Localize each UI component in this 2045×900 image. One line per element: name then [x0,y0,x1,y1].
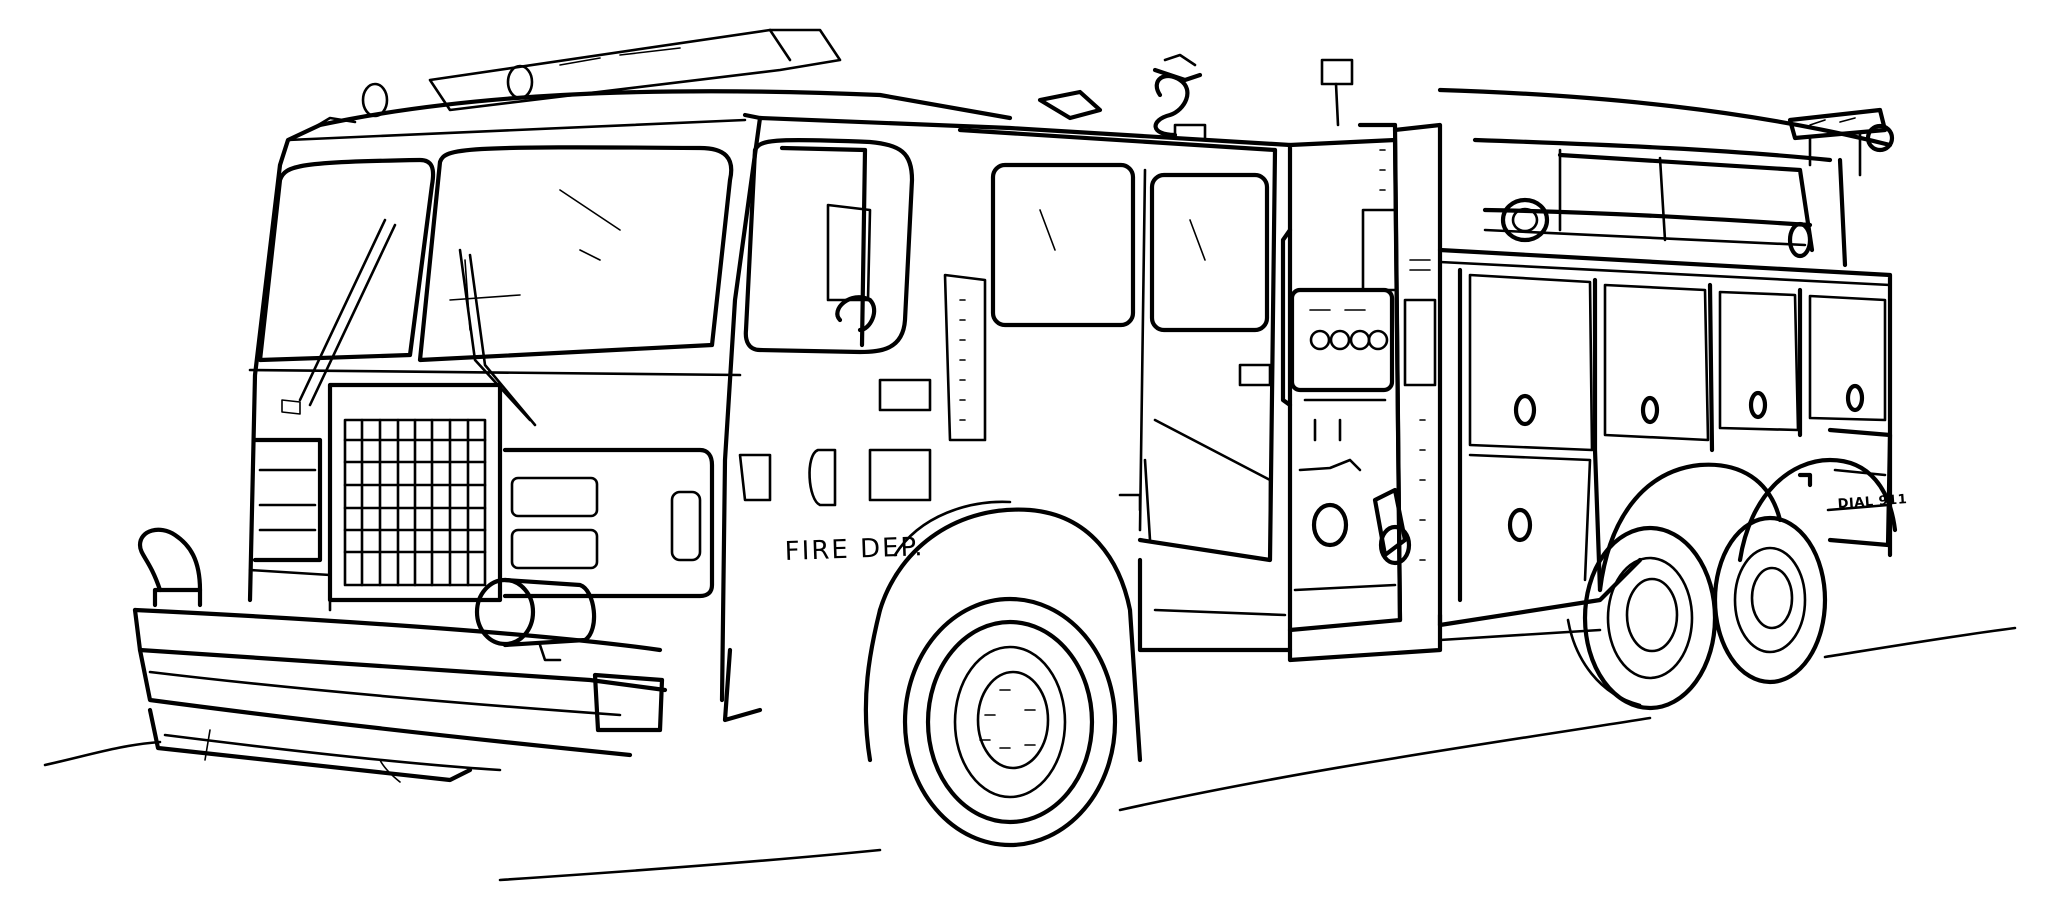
cab-outline [247,112,1293,703]
hose-connection [1372,487,1412,566]
siren-horn [137,527,597,662]
ladder-rack [1472,137,1848,268]
deck-gun [1037,53,1207,142]
roof-light-bar [308,28,1013,132]
headlights [252,437,715,599]
front-grille [327,382,503,603]
rear-light-bar [1787,107,1895,177]
front-wheel [863,500,1143,848]
ground-lines [43,626,2017,882]
pump-panel [1280,137,1443,663]
rear-tail: DIAL 911 [1797,427,1908,548]
front-bumper [132,607,668,783]
rear-wheels [1566,457,1898,711]
undercarriage [1137,557,1602,653]
windshield [257,145,734,363]
fire-dept-label: FIRE DEP. [784,532,925,567]
door-label: FIRE DEP. [784,532,925,567]
front-door [722,137,987,723]
compartment-tower [1320,58,1443,628]
windshield-wipers [281,218,537,427]
crew-cab [957,127,1278,563]
rear-body [1437,87,1893,628]
